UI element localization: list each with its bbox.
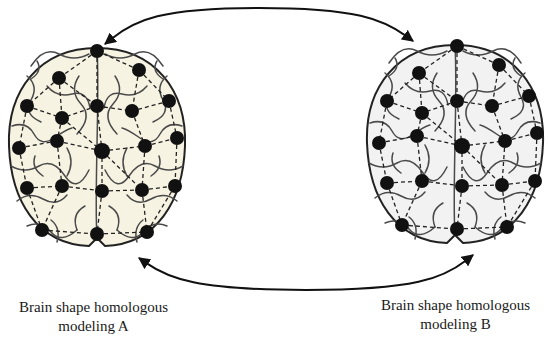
brain-gyri xyxy=(369,45,541,239)
curved-arrow xyxy=(139,255,473,290)
electrode-network xyxy=(372,39,544,236)
model-caption: Brain shape homologous modeling A xyxy=(1,298,186,336)
curved-arrow xyxy=(105,8,413,44)
brain-model: Brain shape homologous modeling B xyxy=(367,45,543,243)
brain-b xyxy=(367,39,544,243)
electrode-network xyxy=(12,44,184,241)
model-caption: Brain shape homologous modeling B xyxy=(363,296,548,334)
brain-a xyxy=(9,44,185,246)
brain-model: Brain shape homologous modeling A xyxy=(9,48,185,246)
